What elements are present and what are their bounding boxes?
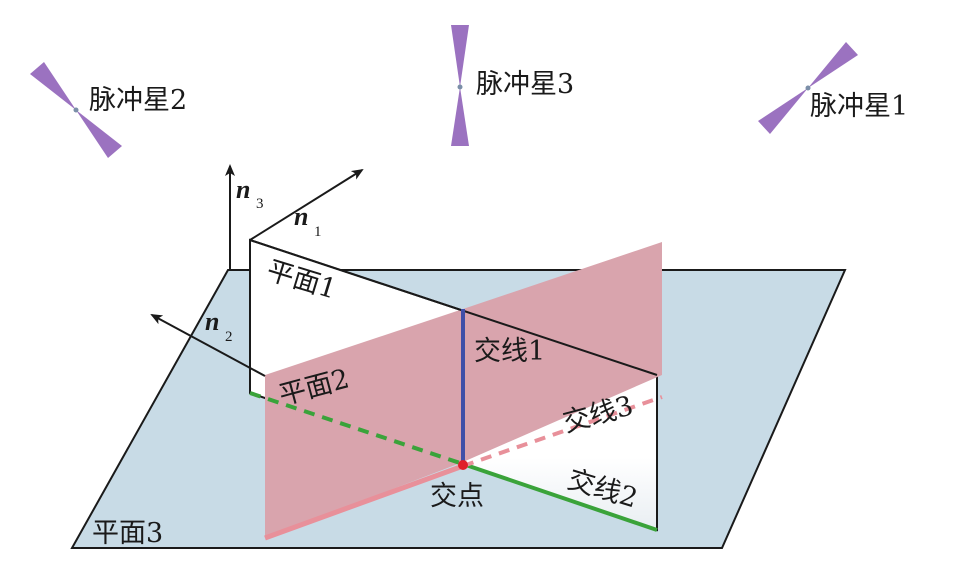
n1-subscript: 1 [314, 224, 322, 240]
n3-label: n [236, 175, 250, 204]
pulsar-3-icon [451, 25, 469, 146]
pulsar-2-label: 脉冲星2 [89, 85, 187, 116]
intersection-line-3 [264, 463, 464, 541]
pulsar-1-label: 脉冲星1 [810, 91, 908, 122]
n1-label: n [294, 202, 308, 231]
intersection-point [458, 460, 468, 470]
line-1-label: 交线1 [474, 336, 545, 367]
intersection-point-label: 交点 [430, 481, 484, 512]
plane-2-surface-back [463, 242, 662, 462]
pulsar-2-icon [30, 62, 122, 158]
plane-1-top-edge [249, 239, 658, 376]
pulsar-3-label: 脉冲星3 [476, 69, 574, 100]
n2-subscript: 2 [225, 329, 233, 345]
plane-2-surface-front [265, 309, 463, 538]
pulsar-1-icon [758, 42, 858, 134]
intersection-line-2 [462, 462, 658, 532]
plane-3-label: 平面3 [92, 518, 163, 549]
n2-arrow [150, 314, 266, 377]
intersection-line-3-hidden [462, 395, 663, 468]
n1-arrow [249, 168, 364, 241]
n2-label: n [205, 307, 219, 336]
n3-subscript: 3 [256, 196, 264, 212]
